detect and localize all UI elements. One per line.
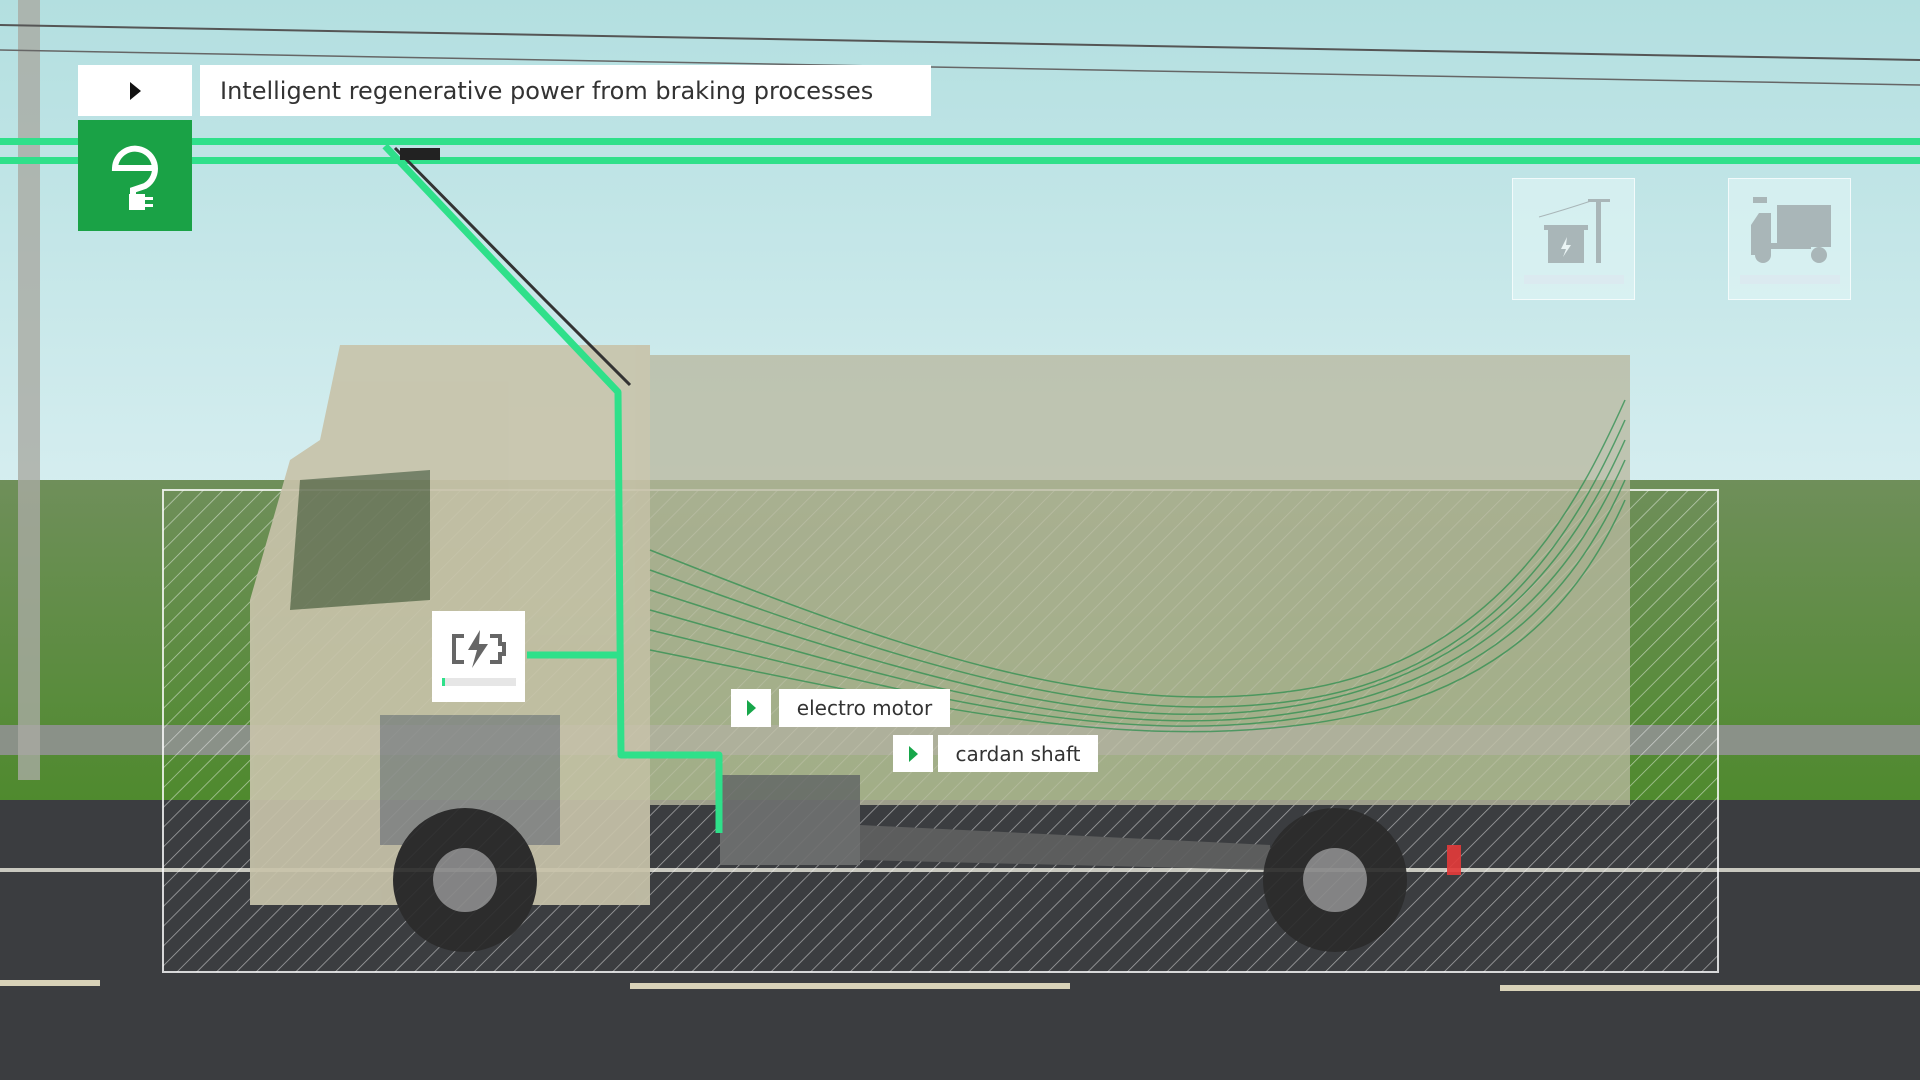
electro-motor-label: electro motor xyxy=(796,696,933,720)
battery-charging-icon xyxy=(451,629,506,668)
play-triangle-icon xyxy=(746,700,756,716)
power-path xyxy=(382,143,723,833)
play-triangle-icon xyxy=(908,745,918,762)
header-title-box: Intelligent regenerative power from brak… xyxy=(200,65,931,116)
cardan-shaft-play-button[interactable] xyxy=(893,735,933,772)
substation-power-icon xyxy=(1538,198,1610,263)
electro-motor-label-box[interactable]: electro motor xyxy=(779,689,950,727)
truck-card[interactable] xyxy=(1728,178,1851,300)
pantograph xyxy=(393,146,632,387)
substation-card[interactable] xyxy=(1512,178,1635,300)
battery-charge-bar xyxy=(441,677,516,686)
play-button[interactable] xyxy=(78,65,192,116)
catenary-wire-lower xyxy=(0,157,1920,164)
cardan-shaft-label: cardan shaft xyxy=(955,741,1081,766)
battery-status-card[interactable] xyxy=(432,611,525,702)
e-plug-icon xyxy=(111,145,158,210)
cardan-shaft-label-box[interactable]: cardan shaft xyxy=(938,735,1098,772)
truck-icon xyxy=(1750,196,1831,263)
electro-motor-play-button[interactable] xyxy=(731,689,771,727)
catenary-wire-upper xyxy=(0,138,1920,145)
play-triangle-icon xyxy=(129,81,141,100)
page-title: Intelligent regenerative power from brak… xyxy=(220,76,874,105)
utility-pole xyxy=(18,0,40,780)
battery-charge-fill xyxy=(441,677,446,686)
e-mobility-logo xyxy=(78,120,192,231)
